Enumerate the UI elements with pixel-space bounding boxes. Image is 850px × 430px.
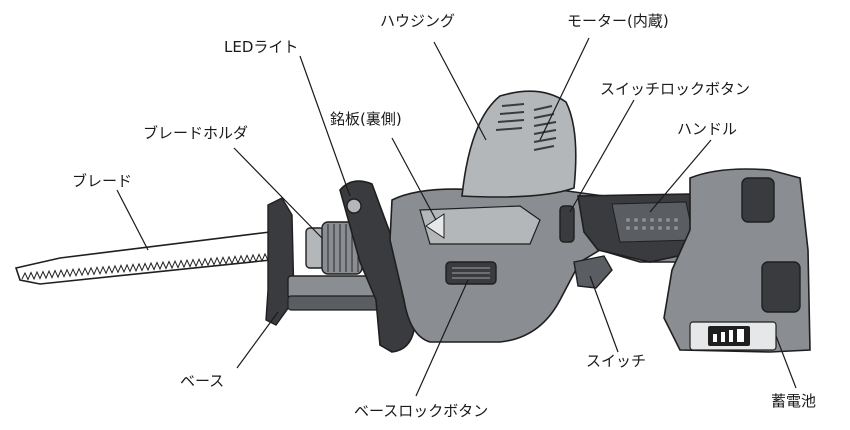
battery-shape: [663, 168, 811, 353]
label-led-light: LEDライト: [224, 38, 299, 56]
leader-motor: [539, 37, 590, 141]
blade-shape: [14, 231, 291, 285]
label-handle: ハンドル: [677, 120, 738, 138]
label-nameplate: 銘板(裏側): [330, 110, 402, 128]
leader-battery: [775, 335, 797, 389]
leader-base: [236, 311, 279, 369]
label-switch-lock-button: スイッチロックボタン: [600, 80, 751, 98]
leader-lines: [116, 37, 797, 397]
leader-led-light: [299, 55, 351, 197]
leader-blade-holder: [233, 147, 323, 239]
leader-base-lock-button: [415, 279, 469, 397]
label-base: ベース: [180, 372, 225, 390]
label-blade: ブレード: [72, 172, 133, 190]
label-battery: 蓄電池: [771, 392, 817, 410]
leader-switch-lock-button: [569, 99, 635, 213]
leader-handle: [649, 139, 712, 213]
led-light-shape: [346, 198, 362, 214]
leader-switch: [589, 275, 619, 353]
leader-nameplate: [391, 137, 437, 221]
base-shape: [265, 197, 399, 326]
label-blade-holder: ブレードホルダ: [143, 124, 249, 142]
label-motor: モーター(内蔵): [567, 12, 669, 30]
housing-shape: [461, 90, 577, 198]
switch-shape: [559, 205, 613, 289]
leader-blade: [116, 189, 149, 251]
label-switch: スイッチ: [586, 352, 647, 370]
nose-shape: [339, 180, 415, 353]
label-base-lock-button: ベースロックボタン: [354, 402, 489, 420]
label-housing: ハウジング: [380, 12, 456, 30]
leader-housing: [433, 41, 487, 141]
